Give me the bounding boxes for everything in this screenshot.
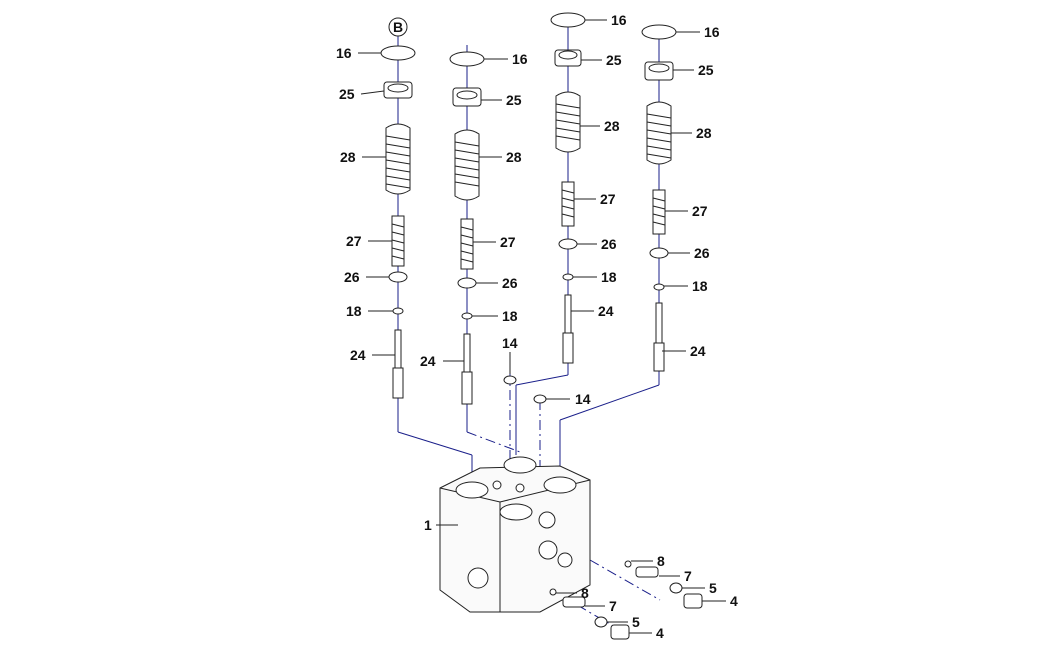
seal-16-col1 <box>380 45 416 61</box>
plug-7-upper <box>635 566 659 578</box>
oring-5-lower <box>594 616 608 628</box>
label-26: 26 <box>344 269 360 285</box>
label-8: 8 <box>657 553 665 569</box>
seal-16-col2 <box>449 51 485 67</box>
oring-5-upper <box>669 582 683 594</box>
label-24: 24 <box>420 353 436 369</box>
fittings <box>549 560 703 640</box>
port-1 <box>455 481 489 499</box>
ball-8-lower <box>549 588 557 596</box>
label-14: 14 <box>502 335 518 351</box>
seat-26-col4 <box>649 247 669 259</box>
seat-26-col3 <box>558 238 578 250</box>
port-4 <box>499 503 533 521</box>
label-26: 26 <box>601 236 617 252</box>
label-7: 7 <box>609 598 617 614</box>
seat-26-col1 <box>388 271 408 283</box>
column-4-parts <box>641 24 677 372</box>
label-4: 4 <box>730 593 738 609</box>
label-18: 18 <box>502 308 518 324</box>
ring-18-col1 <box>392 307 404 315</box>
label-7: 7 <box>684 568 692 584</box>
spring-28-col2 <box>454 129 480 201</box>
label-25: 25 <box>339 86 355 102</box>
valve-body <box>439 456 591 613</box>
spring-27-col3 <box>561 181 575 227</box>
label-18: 18 <box>601 269 617 285</box>
callout-b-label: B <box>393 19 403 35</box>
label-24: 24 <box>690 343 706 359</box>
label-27: 27 <box>346 233 362 249</box>
label-28: 28 <box>340 149 356 165</box>
label-27: 27 <box>692 203 708 219</box>
label-1: 1 <box>424 517 432 533</box>
label-5: 5 <box>632 614 640 630</box>
spool-24-col4 <box>655 302 663 344</box>
ball-8-upper <box>624 560 632 568</box>
port-2 <box>503 456 537 474</box>
spool-24-col1 <box>394 329 402 369</box>
label-25: 25 <box>606 52 622 68</box>
seal-16-col3 <box>550 12 586 28</box>
ring-18-col2 <box>461 312 473 320</box>
seal-16-col4 <box>641 24 677 40</box>
spring-27-col4 <box>652 189 666 235</box>
label-14: 14 <box>575 391 591 407</box>
callout-b-circle <box>388 17 408 37</box>
port-3 <box>543 476 577 494</box>
ring-18-col3 <box>562 273 574 281</box>
label-16: 16 <box>704 24 720 40</box>
label-24: 24 <box>350 347 366 363</box>
oring-14-b <box>533 394 547 404</box>
label-28: 28 <box>604 118 620 134</box>
label-26: 26 <box>502 275 518 291</box>
label-5: 5 <box>709 580 717 596</box>
part-labels: 16 25 28 27 26 18 24 16 25 28 27 26 18 2… <box>336 12 738 641</box>
seat-26-col2 <box>457 277 477 289</box>
label-18: 18 <box>346 303 362 319</box>
label-25: 25 <box>506 92 522 108</box>
label-16: 16 <box>336 45 352 61</box>
label-28: 28 <box>506 149 522 165</box>
label-18: 18 <box>692 278 708 294</box>
leader-lines <box>358 19 726 634</box>
label-8: 8 <box>581 585 589 601</box>
oring-14-a <box>503 375 517 385</box>
spring-28-col1 <box>385 123 411 195</box>
spool-24-col2 <box>463 333 471 373</box>
label-27: 27 <box>500 234 516 250</box>
label-25: 25 <box>698 62 714 78</box>
column-1-parts: B <box>380 17 416 399</box>
cap-4-upper <box>683 593 703 609</box>
label-4: 4 <box>656 625 664 641</box>
plug-7-lower <box>562 596 586 608</box>
label-26: 26 <box>694 245 710 261</box>
label-27: 27 <box>600 191 616 207</box>
label-16: 16 <box>611 12 627 28</box>
column-2-parts <box>449 51 547 405</box>
cap-4-lower <box>610 624 630 640</box>
label-28: 28 <box>696 125 712 141</box>
label-16: 16 <box>512 51 528 67</box>
ring-18-col4 <box>653 283 665 291</box>
spool-24-col3 <box>564 294 572 334</box>
label-24: 24 <box>598 303 614 319</box>
